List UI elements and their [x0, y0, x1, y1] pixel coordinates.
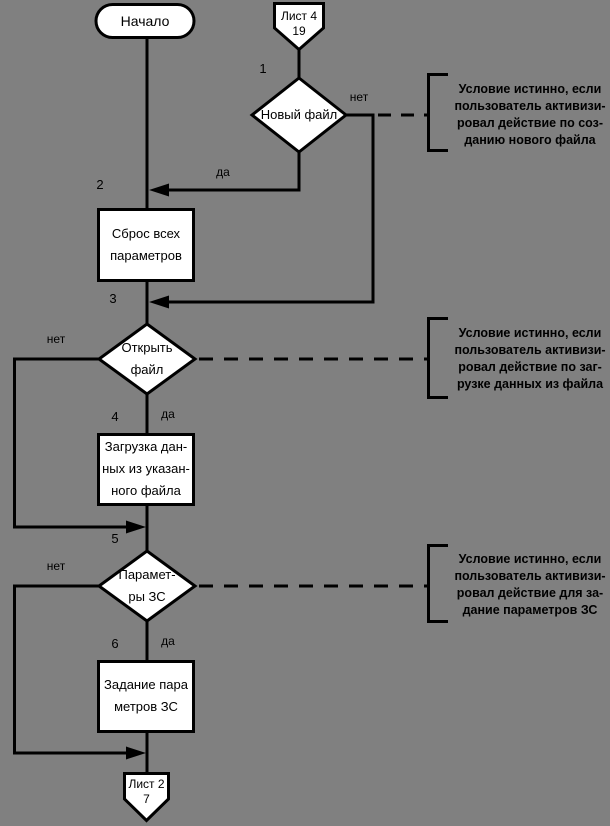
arrowhead-junction-5 [126, 520, 146, 534]
process-set-params-label: Задание пара метров ЗС [104, 677, 188, 714]
offpage-top-label: Лист 4 19 [272, 7, 326, 41]
arrowhead-junction-3 [149, 295, 169, 309]
step-number-2: 2 [96, 177, 104, 192]
step-number-4: 4 [111, 409, 119, 424]
step-number-3: 3 [109, 291, 117, 306]
annotation-openfile: Условие истинно, если пользователь актив… [454, 326, 606, 391]
process-set-params-shape [97, 660, 195, 733]
connector-no-params [13, 584, 128, 755]
offpage-bottom-sheet: Лист 2 [128, 777, 165, 791]
annotation-bracket-1 [427, 73, 448, 152]
arrowhead-junction-7 [126, 746, 146, 760]
arrowhead-junction-2 [149, 183, 169, 197]
step-number-1: 1 [259, 61, 267, 76]
process-reset-label: Сброс всех параметров [110, 225, 182, 263]
offpage-connector-top-shape [273, 2, 325, 52]
connector-no-newfile [166, 113, 375, 304]
process-load-shape [97, 433, 195, 506]
offpage-bottom-label: Лист 2 7 [120, 776, 173, 808]
decision-newfile-label: Новый файл [260, 107, 338, 122]
start-label: Начало [120, 13, 170, 29]
annotation-bracket-3 [427, 544, 448, 623]
decision-params-label: Парамет- ры ЗС [118, 567, 176, 604]
no-label-newfile: нет [349, 90, 369, 104]
offpage-top-ref: 19 [292, 24, 306, 38]
decision-newfile-shape [249, 76, 349, 154]
no-label-openfile: нет [46, 332, 66, 346]
annotation-params: Условие истинно, если пользователь актив… [454, 552, 606, 617]
offpage-top-sheet: Лист 4 [280, 9, 318, 23]
process-load-label: Загрузка дан- ных из указан- ного файла [102, 439, 190, 498]
process-reset-shape [97, 208, 195, 282]
offpage-connector-bottom-shape [123, 772, 170, 823]
no-label-params: нет [46, 559, 66, 573]
connector-no-openfile [13, 357, 128, 529]
yes-label-newfile: да [216, 165, 230, 179]
offpage-bottom-ref: 7 [143, 792, 150, 806]
terminator-start-shape [94, 3, 196, 39]
annotation-bracket-2 [427, 317, 448, 399]
connector-yes-newfile [166, 151, 301, 192]
step-number-5: 5 [111, 531, 119, 546]
annotation-newfile: Условие истинно, если пользователь актив… [454, 82, 606, 147]
decision-openfile-shape [96, 322, 198, 396]
yes-label-params: да [161, 634, 175, 648]
step-number-6: 6 [111, 636, 119, 651]
decision-params-shape [96, 549, 198, 623]
yes-label-openfile: да [161, 407, 175, 421]
decision-openfile-label: Открыть файл [121, 340, 173, 377]
